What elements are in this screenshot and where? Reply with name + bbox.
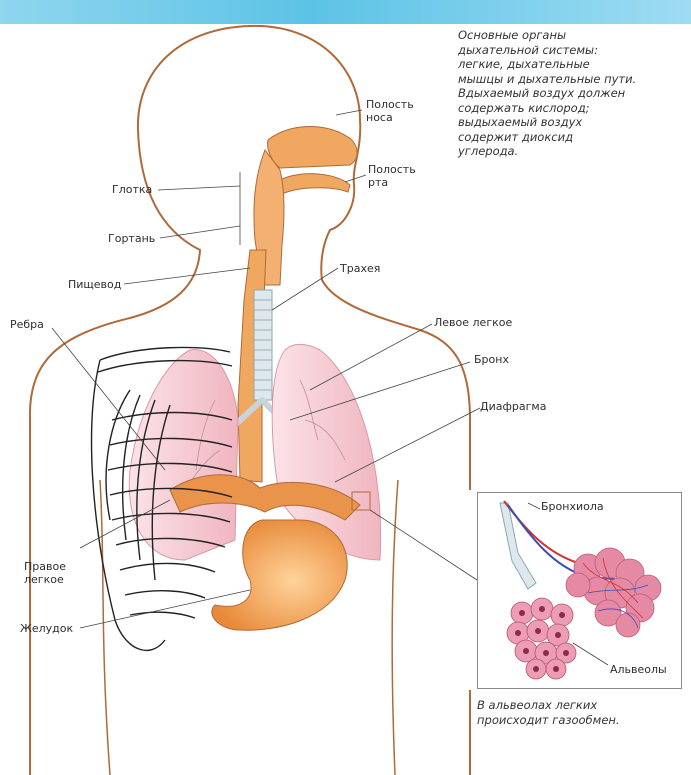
label-pharynx: Глотка (112, 183, 152, 196)
label-trachea: Трахея (340, 262, 380, 275)
arm-line-right (392, 480, 398, 775)
label-esophagus: Пищевод (68, 278, 121, 291)
label-stomach: Желудок (20, 622, 73, 635)
label-bronchus: Бронх (474, 353, 509, 366)
description-text: Основные органы дыхательной системы: лег… (458, 28, 686, 159)
arm-line-left (100, 480, 110, 775)
label-nasal-cavity: Полость носа (366, 98, 414, 124)
trachea-shape (254, 290, 272, 400)
bronchiole-tube (500, 503, 536, 589)
right-lung-shape (129, 350, 238, 560)
nasal-cavity-shape (268, 127, 357, 169)
label-diaphragm: Диафрагма (480, 400, 546, 413)
label-ribs: Ребра (10, 318, 44, 331)
label-bronchiole: Бронхиола (541, 500, 604, 513)
inset-caption: В альвеолах легких происходит газообмен. (477, 698, 687, 728)
oral-cavity-shape (280, 174, 350, 194)
alveoli-inset (477, 492, 682, 689)
label-alveoli: Альвеолы (610, 663, 667, 676)
label-right-lung: Правое легкое (24, 560, 66, 586)
label-larynx: Гортань (108, 232, 155, 245)
label-oral-cavity: Полость рта (368, 163, 416, 189)
alveoli-illustration (478, 493, 681, 688)
alveoli-cluster-right (566, 548, 661, 637)
label-left-lung: Левое легкое (434, 316, 512, 329)
